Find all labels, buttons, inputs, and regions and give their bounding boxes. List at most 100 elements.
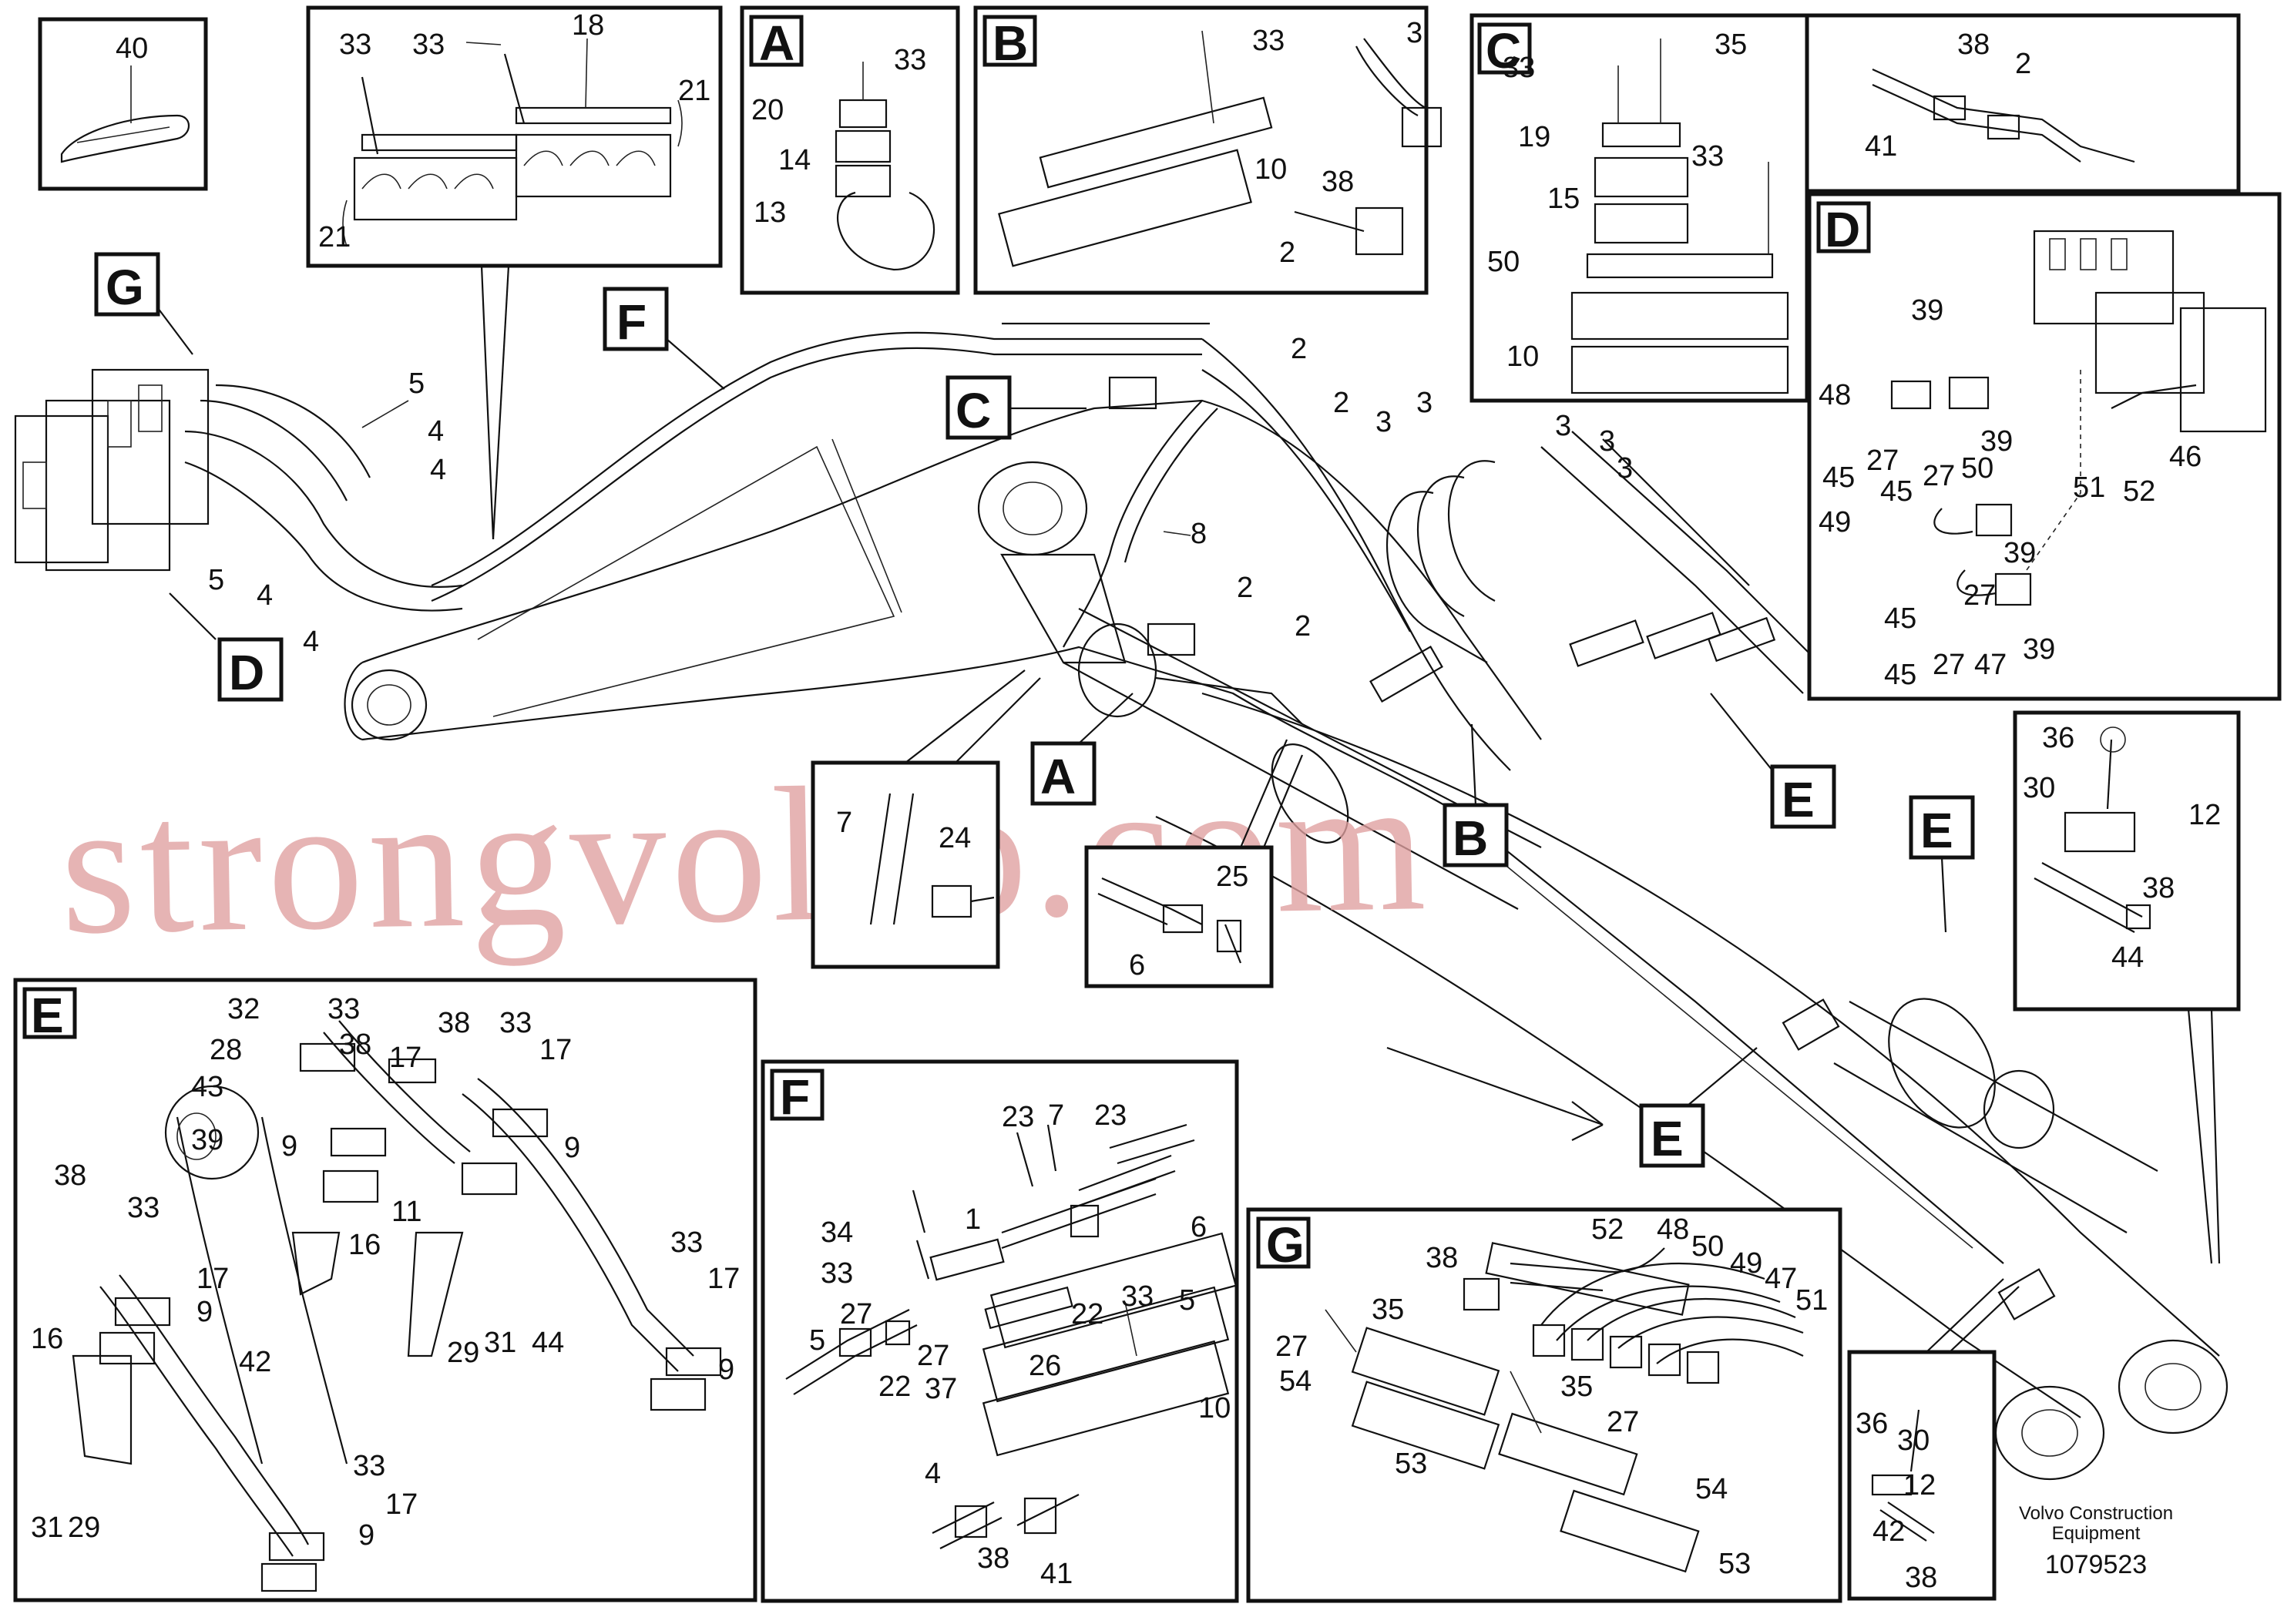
callout-36-b: 36	[1856, 1408, 1888, 1440]
callout-33-c: 33	[1503, 52, 1535, 84]
inset-clamp-12-bottom: 36 30 12 42 38	[1847, 1278, 2020, 1601]
callout-52-g: 52	[1591, 1213, 1624, 1246]
callout-27-f1: 27	[840, 1298, 872, 1330]
callout-33-e1: 33	[327, 993, 360, 1025]
inset-cable-tie: 40	[38, 17, 208, 191]
callout-47-d: 47	[1974, 649, 2007, 681]
inset-a: A 33 20 14 13	[740, 5, 960, 295]
callout-35-g1: 35	[1372, 1293, 1404, 1326]
callout-38-b: 38	[1322, 166, 1354, 198]
callout-17-e2: 17	[539, 1034, 572, 1066]
callout-7-f: 7	[1048, 1099, 1064, 1132]
inset-fitting-25-6: 25 6	[1084, 739, 1304, 988]
callout-4-main2: 4	[430, 454, 446, 486]
callout-26: 26	[1029, 1350, 1061, 1382]
main-detail-markers: G D F C A B E E E	[94, 252, 1975, 1168]
callout-29-e2: 29	[68, 1512, 100, 1544]
callout-3-b: 3	[1406, 17, 1422, 49]
callout-11: 11	[391, 1196, 422, 1228]
callout-5-main2: 5	[208, 564, 224, 596]
inset-clamp-21: 33 33 18 21 21	[306, 5, 723, 540]
callout-53-g2: 53	[1718, 1548, 1751, 1580]
callout-38-e3: 38	[54, 1159, 86, 1192]
callout-50-c: 50	[1487, 246, 1520, 278]
callout-28: 28	[210, 1034, 242, 1066]
callout-2-m2: 2	[1333, 387, 1349, 419]
callout-35-g2: 35	[1560, 1371, 1593, 1403]
callout-27-g1: 27	[1275, 1330, 1308, 1363]
inset-f: F 23 7 23 34 1 33 6 27 5 5	[761, 1059, 1239, 1603]
callout-15: 15	[1547, 183, 1580, 215]
marker-a: A	[1040, 749, 1076, 804]
callout-33-f1: 33	[821, 1257, 853, 1290]
callout-27-d2: 27	[1923, 460, 1955, 492]
callout-27-f2: 27	[917, 1340, 949, 1372]
inset-c: C 33 35 19 33 15 50 10 38 2 41	[1469, 13, 2241, 403]
callout-19: 19	[1518, 121, 1550, 153]
callout-9-e4: 9	[718, 1354, 734, 1386]
callout-54-g2: 54	[1695, 1473, 1728, 1505]
callout-3-m1: 3	[1375, 406, 1392, 438]
callout-38-f: 38	[977, 1542, 1009, 1575]
detail-label-a: A	[759, 15, 794, 71]
callout-39-e: 39	[191, 1124, 223, 1156]
brand-line-2: Equipment	[2052, 1523, 2141, 1544]
callout-23-f1: 23	[1002, 1101, 1034, 1133]
callout-5-f1: 5	[1179, 1284, 1195, 1317]
callout-21b: 21	[318, 221, 351, 253]
callout-38-g: 38	[1426, 1242, 1458, 1274]
callout-33-e3: 33	[127, 1192, 160, 1224]
detail-label-b: B	[992, 15, 1028, 71]
callout-16-e1: 16	[348, 1229, 381, 1261]
callout-9-e1: 9	[281, 1130, 297, 1163]
callout-3-m3: 3	[1555, 410, 1571, 442]
callout-4-main4: 4	[303, 626, 319, 658]
callout-6-inset: 6	[1129, 949, 1145, 981]
callout-5-main1: 5	[408, 367, 425, 400]
callout-24: 24	[939, 822, 971, 854]
callout-33-e5: 33	[353, 1450, 385, 1482]
callout-4-f: 4	[925, 1458, 941, 1490]
callout-29-e1: 29	[447, 1337, 479, 1369]
marker-e3: E	[1651, 1111, 1684, 1166]
callout-51-d: 51	[2073, 471, 2105, 504]
callout-25: 25	[1216, 861, 1248, 893]
callout-38-b2: 38	[1905, 1562, 1937, 1594]
marker-d: D	[229, 645, 264, 700]
callout-17-e5: 17	[385, 1488, 418, 1521]
callout-32: 32	[227, 993, 260, 1025]
callout-3-m2: 3	[1416, 387, 1432, 419]
callout-9-e3: 9	[196, 1296, 213, 1328]
marker-c: C	[956, 383, 991, 438]
footer: Volvo Construction Equipment 1079523	[2019, 1503, 2173, 1579]
callout-50-g: 50	[1691, 1230, 1724, 1263]
callout-31-e1: 31	[484, 1327, 516, 1359]
marker-e1: E	[1782, 772, 1815, 827]
callout-17-e4: 17	[707, 1263, 740, 1295]
callout-22-f1: 22	[1071, 1298, 1103, 1330]
inset-clamp-12-top: 36 30 12 38 44	[2013, 710, 2241, 1264]
callout-39-d3: 39	[2003, 537, 2036, 569]
callout-4-main3: 4	[257, 579, 273, 612]
callout-45-d4: 45	[1884, 659, 1916, 691]
callout-27-d4: 27	[1933, 649, 1965, 681]
callout-30-t: 30	[2023, 772, 2055, 804]
marker-g: G	[106, 260, 144, 315]
callout-2-b: 2	[1279, 237, 1295, 269]
callout-33b: 33	[412, 29, 445, 61]
callout-4-main1: 4	[428, 415, 444, 448]
callout-1: 1	[965, 1203, 981, 1236]
callout-10-b: 10	[1254, 153, 1287, 186]
callout-53-g1: 53	[1395, 1448, 1427, 1480]
callout-51-g: 51	[1795, 1284, 1828, 1317]
callout-9-e5: 9	[358, 1519, 374, 1552]
callout-3-m5: 3	[1617, 452, 1633, 485]
callout-42-e: 42	[239, 1346, 271, 1378]
callout-33-a: 33	[894, 44, 926, 76]
callout-27-g2: 27	[1607, 1406, 1639, 1438]
detail-label-e: E	[31, 988, 64, 1043]
callout-38-t: 38	[2142, 872, 2175, 904]
callout-34: 34	[821, 1216, 853, 1249]
callout-33-b: 33	[1252, 25, 1285, 57]
